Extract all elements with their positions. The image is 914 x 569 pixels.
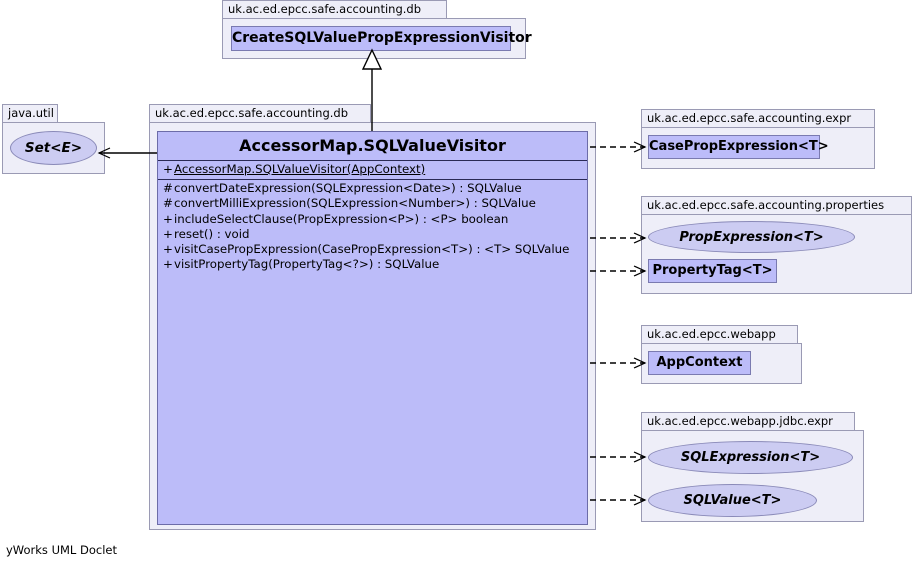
class-app-context[interactable]: AppContext — [648, 351, 751, 375]
interface-prop-expression[interactable]: PropExpression<T> — [648, 221, 855, 253]
member-row: +includeSelectClause(PropExpression<P>) … — [158, 212, 587, 227]
interface-title: SQLExpression<T> — [680, 450, 821, 465]
package-java-util: java.util Set<E> — [2, 104, 105, 174]
member-signature: includeSelectClause(PropExpression<P>) :… — [174, 211, 509, 226]
visibility-marker: + — [163, 257, 173, 272]
member-row: #convertDateExpression(SQLExpression<Dat… — [158, 181, 587, 196]
interface-sql-expression[interactable]: SQLExpression<T> — [648, 441, 853, 474]
member-signature: AccessorMap.SQLValueVisitor(AppContext) — [174, 162, 426, 176]
package-main-db: uk.ac.ed.epcc.safe.accounting.db Accesso… — [149, 104, 596, 530]
member-signature: visitPropertyTag(PropertyTag<?>) : SQLVa… — [174, 257, 440, 272]
visibility-marker: + — [163, 242, 173, 257]
visibility-marker: + — [163, 211, 173, 226]
class-property-tag[interactable]: PropertyTag<T> — [648, 259, 777, 283]
class-case-prop-expression[interactable]: CasePropExpression<T> — [648, 135, 829, 159]
member-row: +AccessorMap.SQLValueVisitor(AppContext) — [158, 162, 587, 177]
interface-title: Set<E> — [24, 140, 83, 156]
package-label-properties: uk.ac.ed.epcc.safe.accounting.properties — [641, 196, 912, 215]
member-signature: convertMilliExpression(SQLExpression<Num… — [174, 196, 536, 211]
class-title: AccessorMap.SQLValueVisitor — [158, 132, 587, 161]
class-constructor-section: +AccessorMap.SQLValueVisitor(AppContext) — [158, 161, 587, 181]
package-top-db: uk.ac.ed.epcc.safe.accounting.db CreateS… — [222, 0, 532, 59]
class-title: CreateSQLValuePropExpressionVisitor — [232, 30, 532, 46]
class-title: PropertyTag<T> — [652, 263, 773, 278]
class-method-section: #convertDateExpression(SQLExpression<Dat… — [158, 180, 587, 274]
member-row: +reset() : void — [158, 227, 587, 242]
footer-label: yWorks UML Doclet — [6, 543, 117, 557]
interface-set[interactable]: Set<E> — [10, 131, 97, 165]
package-label-expr: uk.ac.ed.epcc.safe.accounting.expr — [641, 109, 875, 128]
package-label-top-db: uk.ac.ed.epcc.safe.accounting.db — [222, 0, 447, 19]
package-properties: uk.ac.ed.epcc.safe.accounting.properties… — [641, 196, 912, 294]
member-row: +visitPropertyTag(PropertyTag<?>) : SQLV… — [158, 257, 587, 272]
package-label-main-db: uk.ac.ed.epcc.safe.accounting.db — [149, 104, 371, 123]
interface-sql-value[interactable]: SQLValue<T> — [648, 484, 817, 517]
interface-title: SQLValue<T> — [683, 493, 782, 508]
package-jdbc-expr: uk.ac.ed.epcc.webapp.jdbc.expr SQLExpres… — [641, 412, 864, 522]
member-signature: reset() : void — [174, 226, 250, 241]
visibility-marker: + — [163, 226, 173, 241]
package-label-java-util: java.util — [2, 104, 58, 123]
visibility-marker: # — [163, 196, 173, 211]
visibility-marker: # — [163, 181, 173, 196]
package-webapp: uk.ac.ed.epcc.webapp AppContext — [641, 325, 802, 384]
class-accessor-map-sql-value-visitor[interactable]: AccessorMap.SQLValueVisitor +AccessorMap… — [157, 131, 588, 525]
package-label-webapp: uk.ac.ed.epcc.webapp — [641, 325, 798, 344]
member-row: #convertMilliExpression(SQLExpression<Nu… — [158, 196, 587, 211]
package-expr: uk.ac.ed.epcc.safe.accounting.expr CaseP… — [641, 109, 875, 169]
class-create-sql-value-prop-expression-visitor[interactable]: CreateSQLValuePropExpressionVisitor — [231, 26, 532, 51]
member-signature: convertDateExpression(SQLExpression<Date… — [174, 181, 522, 196]
member-signature: visitCasePropExpression(CasePropExpressi… — [174, 242, 570, 257]
package-label-jdbc-expr: uk.ac.ed.epcc.webapp.jdbc.expr — [641, 412, 855, 431]
class-title: CasePropExpression<T> — [649, 139, 829, 154]
visibility-marker: + — [163, 162, 173, 176]
class-title: AppContext — [656, 355, 743, 370]
interface-title: PropExpression<T> — [679, 229, 824, 245]
member-row: +visitCasePropExpression(CasePropExpress… — [158, 242, 587, 257]
